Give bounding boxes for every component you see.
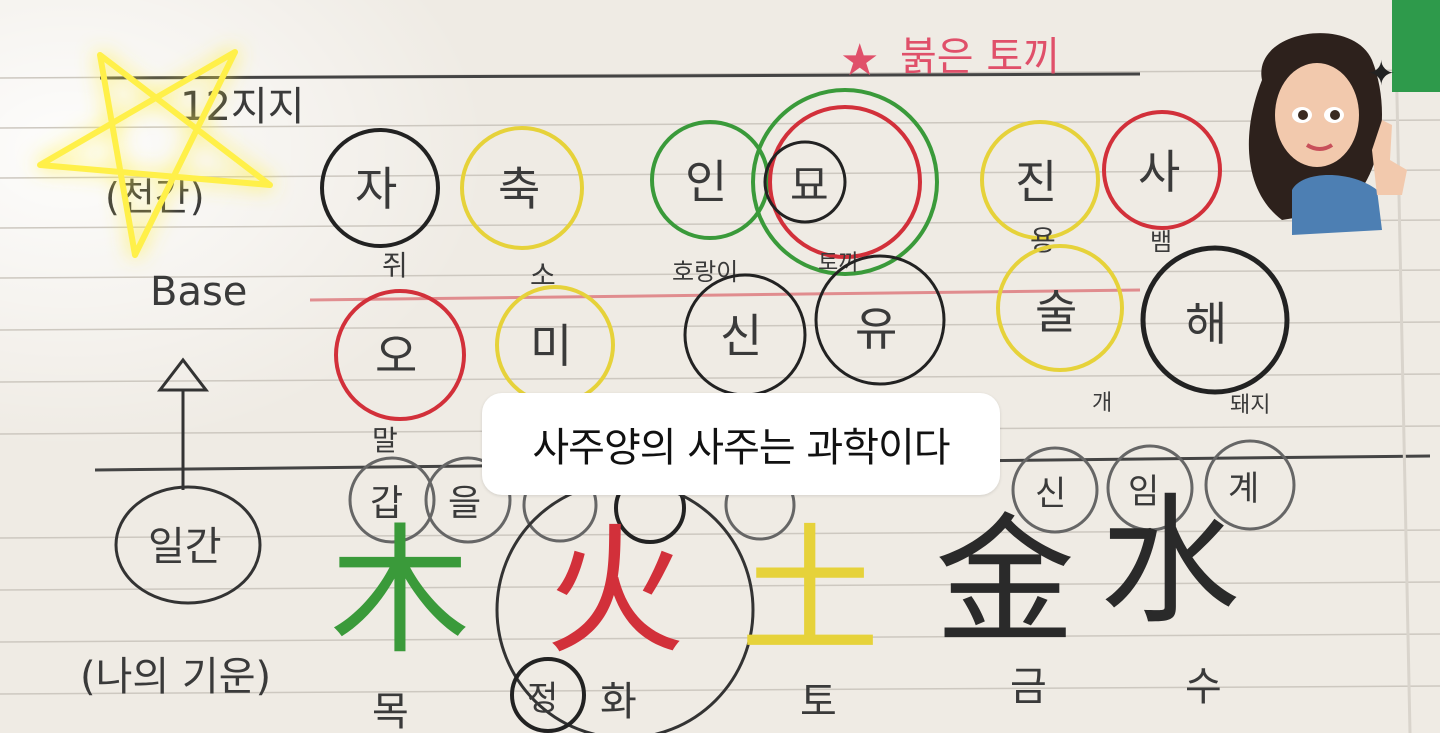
element-metal: 金	[935, 501, 1075, 664]
page-edge	[1393, 0, 1412, 733]
svg-text:해: 해	[1185, 297, 1227, 351]
caption-text: 사주양의 사주는 과학이다	[532, 425, 950, 471]
stem-im: 임	[1128, 472, 1159, 512]
branch-ja: 자 쥐	[320, 128, 440, 282]
svg-text:개: 개	[1092, 391, 1112, 416]
svg-text:호랑이: 호랑이	[672, 258, 738, 286]
branch-row-top: 자 쥐 축 소 인 호랑이 묘 토끼 진 용 사 뱀	[320, 88, 1222, 292]
stem-jeong: 정	[527, 679, 558, 719]
branch-in: 인 호랑이	[650, 120, 770, 286]
element-fire: 火	[545, 511, 685, 674]
branch-o: 오 말	[334, 289, 466, 457]
branch-row-bottom: 오 말 미 신 유 술 개 해 돼지	[309, 244, 1290, 457]
svg-text:묘: 묘	[790, 161, 829, 210]
element-earth: 土	[740, 511, 880, 674]
branch-jin: 진 용	[980, 120, 1100, 257]
svg-text:뱀: 뱀	[1150, 228, 1172, 256]
element-fire-hangul: 화	[600, 679, 637, 725]
stem-sin: 신	[1035, 474, 1066, 514]
top-rule	[99, 72, 1141, 80]
svg-text:신: 신	[720, 309, 762, 363]
element-earth-hangul: 토	[800, 679, 837, 725]
svg-text:인: 인	[685, 155, 727, 209]
svg-text:진: 진	[1015, 155, 1057, 209]
neon-star-icon	[37, 49, 273, 258]
header-note: 붉은 토끼	[900, 34, 1060, 80]
green-sticky-tab	[1392, 0, 1440, 92]
element-water: 水	[1100, 481, 1240, 644]
svg-text:사: 사	[1138, 145, 1180, 199]
red-star-icon: ★	[840, 35, 879, 86]
label-base: Base	[150, 269, 247, 315]
svg-text:유: 유	[855, 302, 897, 356]
element-water-hangul: 수	[1185, 664, 1222, 710]
five-elements: 木 목 火 정 화 土 토 金 금 水 수	[330, 480, 1240, 733]
branch-sul: 술 개	[996, 244, 1124, 416]
element-wood-hangul: 목	[372, 689, 409, 733]
branch-hae: 해 돼지	[1140, 245, 1290, 418]
svg-text:축: 축	[498, 162, 540, 216]
avatar-sticker: ✦	[1248, 33, 1407, 235]
caption-sticker: 사주양의 사주는 과학이다	[482, 393, 1000, 495]
svg-text:미: 미	[530, 319, 572, 373]
branch-yu: 유	[814, 254, 946, 386]
svg-text:말: 말	[372, 424, 398, 457]
svg-text:돼지: 돼지	[1230, 393, 1270, 418]
stem-gap: 갑	[370, 483, 403, 524]
arrow-up-icon	[156, 357, 210, 490]
branch-sa: 사 뱀	[1102, 110, 1222, 256]
ilgan-circle	[114, 485, 262, 605]
label-my-energy: (나의 기운)	[80, 654, 271, 700]
sparkle-icon: ✦	[1367, 54, 1396, 94]
branch-sin: 신	[683, 273, 807, 397]
stem-gye: 계	[1228, 469, 1259, 509]
stem-eul: 을	[448, 483, 481, 524]
svg-text:술: 술	[1035, 285, 1077, 339]
svg-text:쥐: 쥐	[382, 249, 408, 282]
label-ilgan: 일간	[148, 524, 222, 570]
branch-mi: 미	[495, 285, 615, 405]
element-wood: 木	[330, 511, 470, 674]
jeong-circle	[510, 657, 586, 733]
svg-text:오: 오	[375, 329, 417, 383]
svg-text:자: 자	[355, 162, 397, 216]
element-metal-hangul: 금	[1010, 664, 1047, 710]
